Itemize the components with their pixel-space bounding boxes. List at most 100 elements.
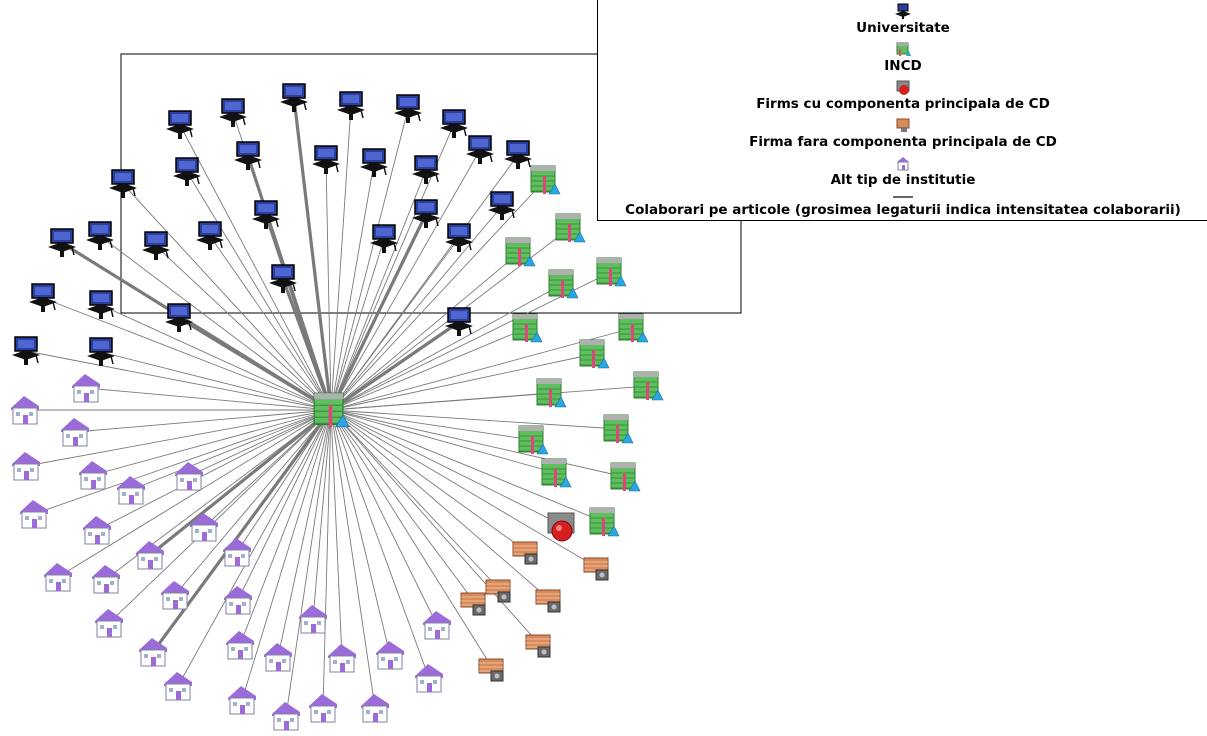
collaboration-edge (57, 409, 332, 578)
other-institution-node-icon (139, 638, 167, 667)
collaboration-edge (186, 171, 332, 411)
legend-item-universitate: Universitate (598, 2, 1207, 36)
collaboration-edge (285, 409, 332, 717)
collaboration-edge (330, 108, 409, 411)
incd-node-icon (618, 313, 649, 343)
collaboration-edge (330, 409, 501, 591)
other-institution-node-icon (226, 631, 254, 660)
firm-other-node-icon (525, 634, 551, 658)
firm-other-node-icon (478, 658, 504, 682)
collaboration-edge (25, 350, 332, 411)
university-node-icon (280, 83, 308, 112)
legend-label-incd: INCD (884, 58, 922, 74)
incd-node-icon (555, 213, 586, 243)
collaboration-edge (330, 409, 376, 709)
collaboration-edge (330, 105, 352, 411)
university-node-icon (87, 337, 115, 366)
collaboration-edge (330, 409, 391, 656)
collaboration-edge (330, 409, 563, 526)
university-node-icon (87, 290, 115, 319)
other-institution-node-icon (83, 516, 111, 545)
other-institution-node-icon (136, 541, 164, 570)
collaboration-edge (239, 409, 332, 646)
collaboration-edge (330, 283, 564, 411)
other-institution-node-icon (12, 452, 40, 481)
collaboration-edge (330, 409, 534, 441)
other-institution-node-icon (264, 643, 292, 672)
other-institution-node-icon (309, 694, 337, 723)
collaboration-edge (330, 409, 438, 626)
legend-item-edge: Colaborari pe articole (grosimea legatur… (598, 196, 1207, 218)
collaboration-edge (237, 409, 332, 601)
other-institution-node-icon (299, 605, 327, 634)
university-node-icon (360, 148, 388, 177)
collaboration-edge (330, 409, 557, 474)
collaboration-edge (330, 409, 626, 478)
other-institution-node-icon (224, 586, 252, 615)
collaboration-edge (151, 409, 333, 653)
other-institution-node-icon (95, 609, 123, 638)
collaboration-edge (330, 409, 430, 679)
university-node-icon (12, 336, 40, 365)
collaboration-edge (330, 162, 375, 411)
incd-node-icon (536, 378, 567, 408)
collaboration-edge (42, 297, 332, 411)
collaboration-edge (330, 169, 427, 411)
legend-item-firm-other: Firma fara componenta principala de CD (598, 116, 1207, 150)
incd-node-icon (579, 339, 610, 369)
university-node-icon (394, 94, 422, 123)
university-node-icon (440, 109, 468, 138)
university-node-icon (337, 91, 365, 120)
collaboration-edge (330, 353, 595, 411)
university-node-icon (370, 224, 398, 253)
collaboration-edge (292, 97, 333, 411)
collaboration-edge (330, 409, 599, 569)
other-institution-node-icon (161, 581, 189, 610)
university-node-icon (219, 98, 247, 127)
collaboration-edge (330, 251, 521, 411)
firm-other-icon (896, 118, 910, 133)
collaboration-edge (330, 409, 541, 646)
collaboration-edge (100, 304, 332, 411)
collaboration-edge (209, 235, 332, 411)
incd-node-icon (589, 507, 620, 537)
collaboration-edge (96, 409, 332, 531)
other-institution-node-icon (376, 641, 404, 670)
collaboration-edge (322, 409, 332, 709)
other-institution-node-icon (175, 462, 203, 491)
university-node-icon (48, 228, 76, 257)
incd-node-icon (518, 425, 549, 455)
collaboration-edge (330, 320, 460, 412)
incd-node-icon (512, 313, 543, 343)
incd-node-icon (603, 414, 634, 444)
other-institution-node-icon (361, 694, 389, 723)
university-node-icon (109, 169, 137, 198)
other-institution-node-icon (44, 563, 72, 592)
other-institution-node-icon (61, 418, 89, 447)
university-node-icon (173, 157, 201, 186)
university-node-icon (412, 199, 440, 228)
collaboration-edge (178, 316, 332, 412)
university-node-icon (466, 135, 494, 164)
collaboration-edge (330, 238, 385, 411)
university-node-icon (142, 231, 170, 260)
collaboration-edge (130, 409, 332, 491)
incd-node-icon (548, 269, 579, 299)
other-institution-node-icon (117, 476, 145, 505)
legend-label-edge: Colaborari pe articole (grosimea legatur… (625, 202, 1181, 218)
other-institution-node-icon (415, 664, 443, 693)
collaboration-edge (330, 149, 481, 411)
university-node-icon (269, 264, 297, 293)
collaboration-edge (330, 237, 460, 411)
other-institution-node-icon (92, 565, 120, 594)
collaboration-edge (312, 409, 332, 620)
collaboration-edge (330, 327, 528, 411)
firm-cd-node-icon (547, 512, 575, 542)
collaboration-edge (155, 245, 332, 411)
collaboration-edge (99, 235, 332, 411)
collaboration-edge (330, 123, 455, 411)
other-institution-node-icon (190, 513, 218, 542)
incd-icon (896, 42, 912, 57)
collaboration-edge (277, 409, 332, 658)
